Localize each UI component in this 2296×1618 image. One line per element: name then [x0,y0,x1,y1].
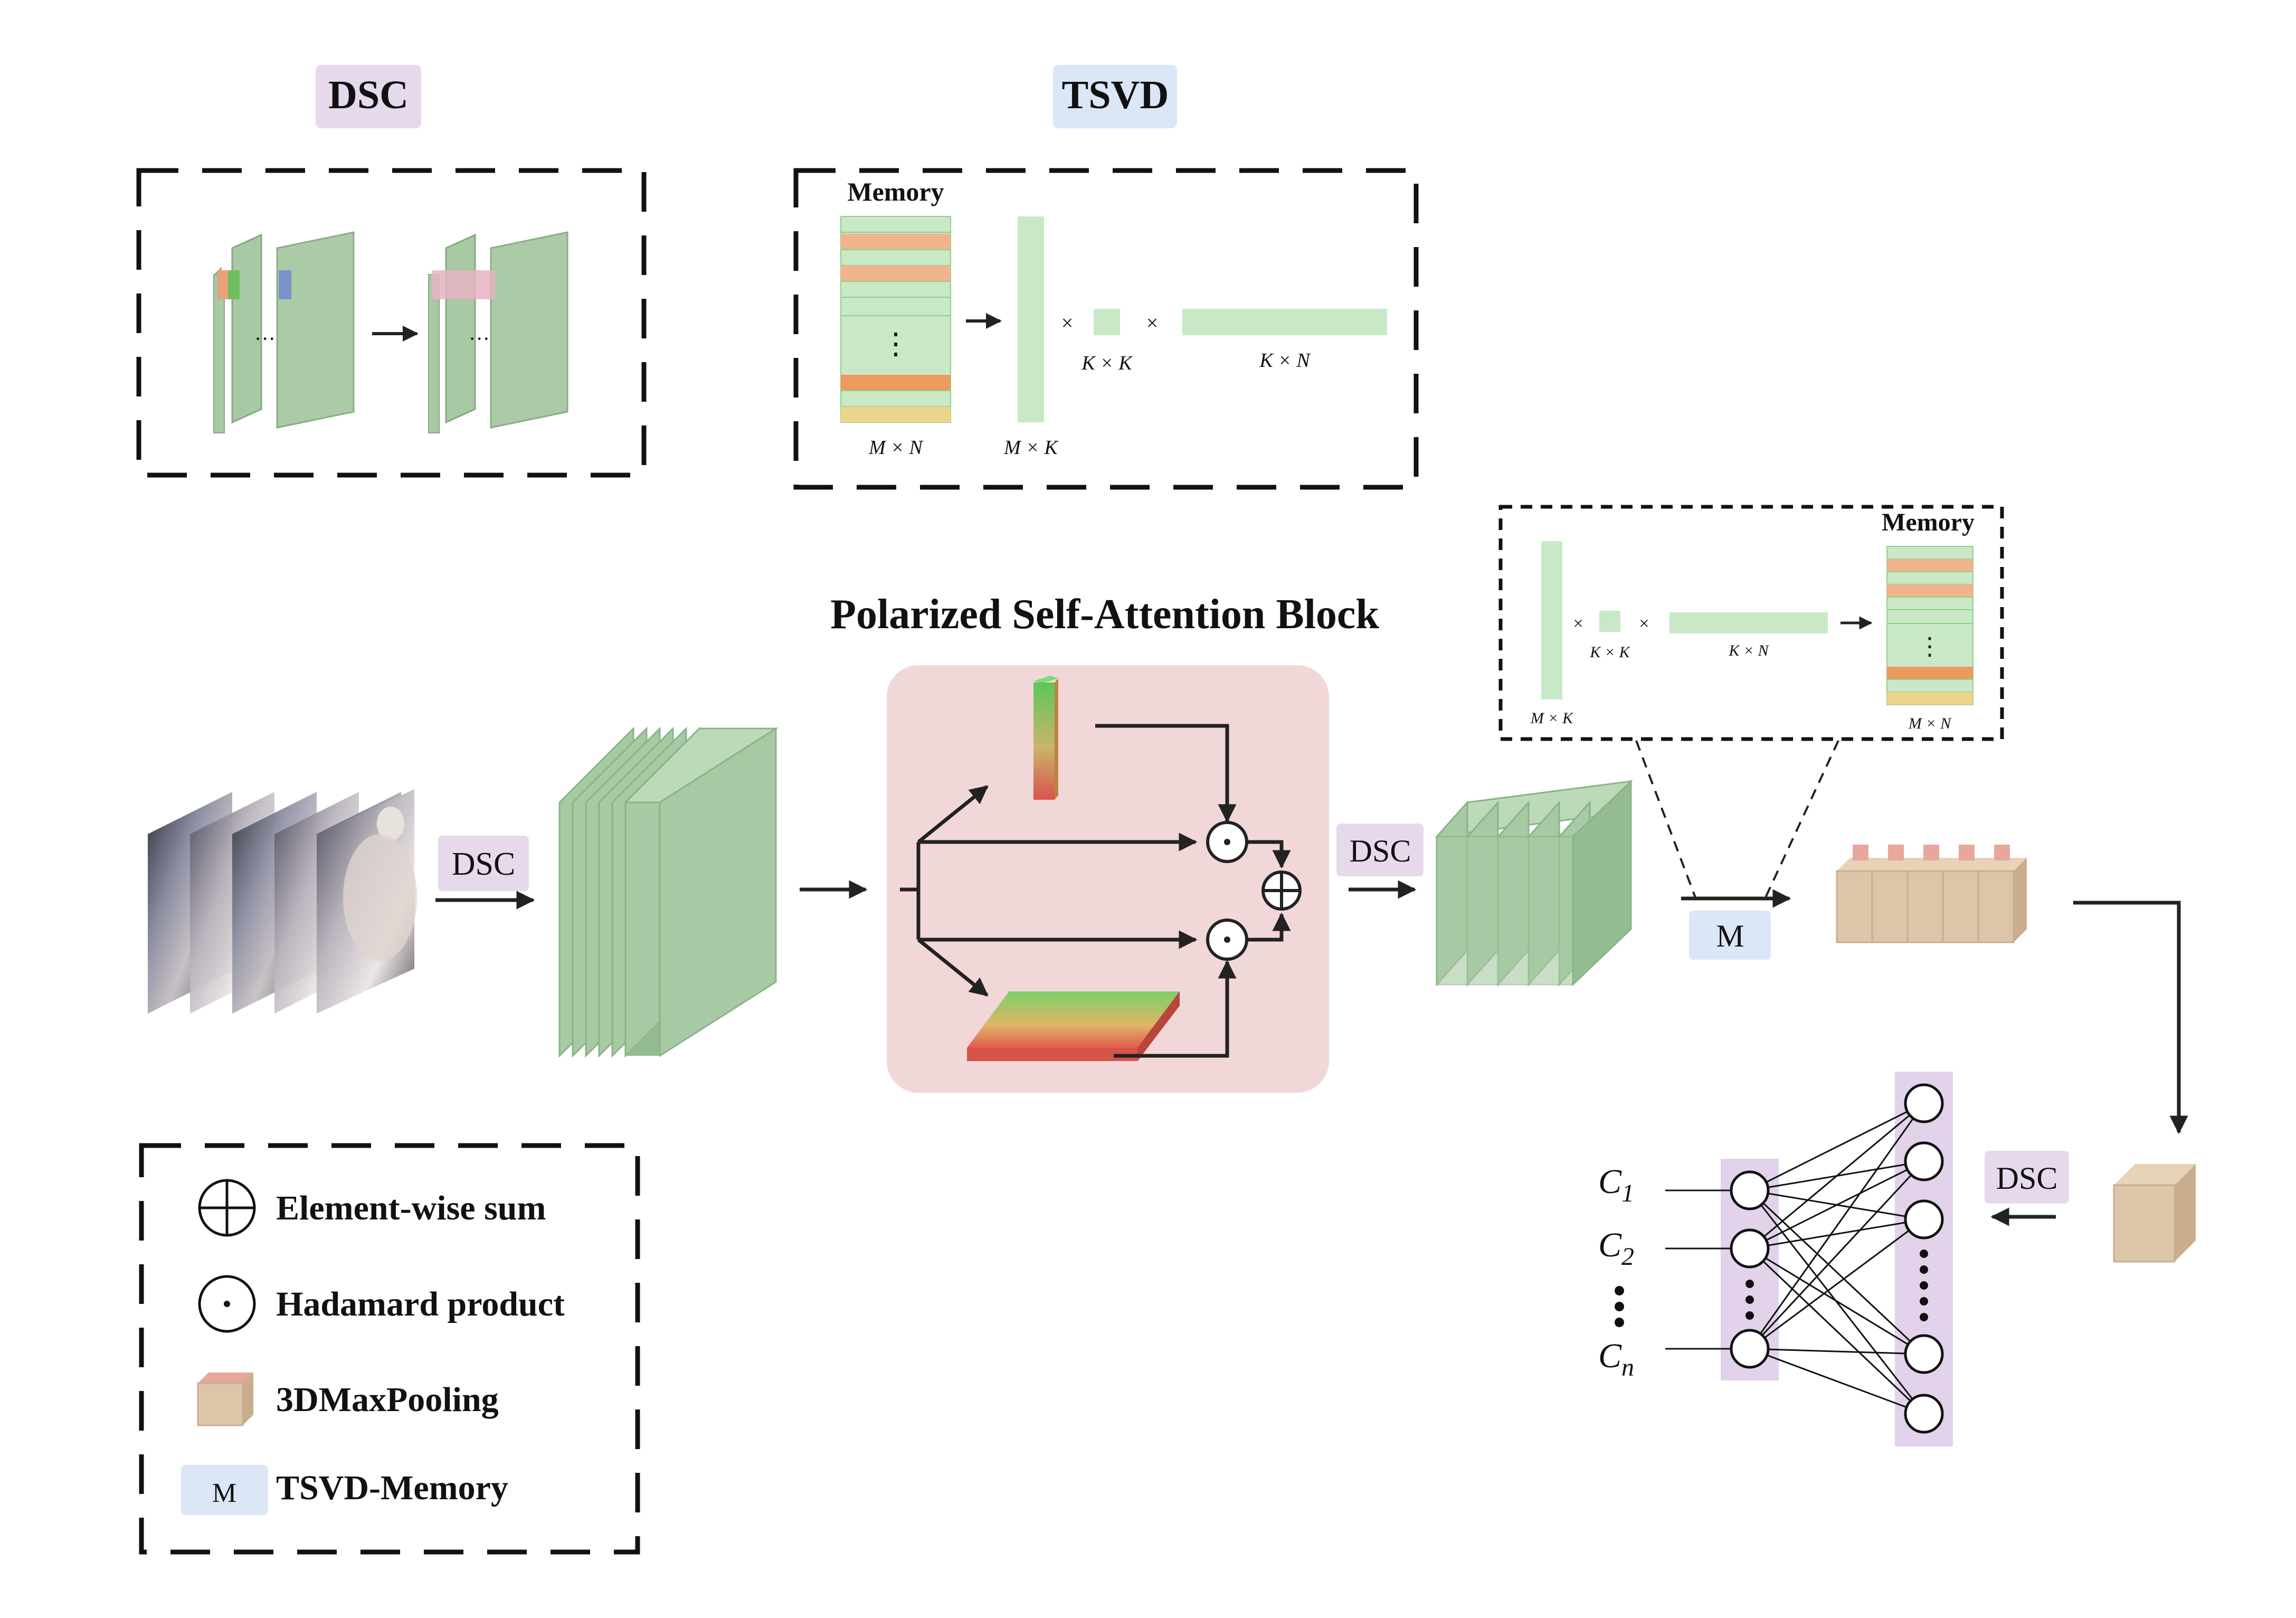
input-video-frames [148,789,417,1014]
zoom-line-right [1764,740,1839,898]
dsc-label-2: DSC [1350,834,1411,868]
hidden-node [1904,1083,1944,1123]
hidden-node [1904,1141,1944,1181]
hidden-node [1904,1199,1944,1239]
memory-u-matrix [1541,541,1562,699]
tsvd-mxn-label: M × N [868,437,924,459]
tsvd-memory-title: Memory [847,177,944,206]
classifier-network: C1 C2 Cn [1598,1072,1953,1446]
class-label-cn: Cn [1598,1337,1634,1382]
memory-title: Memory [1882,508,1975,536]
m-badge [1689,911,1771,960]
memory-kxk-label: K × K [1589,644,1630,661]
tsvd-s-matrix [1094,309,1120,335]
psa-title: Polarized Self-Attention Block [830,591,1379,638]
dsc-output-stack: ··· [428,231,568,433]
tsvd-kxn-label: K × N [1259,349,1311,372]
memory-times-1: × [1573,614,1583,633]
dsc-title: DSC [328,73,409,117]
memory-mxn-label: M × N [1908,715,1952,732]
output-node [1730,1329,1770,1369]
class-label-c2: C2 [1598,1226,1634,1271]
dsc-label-1: DSC [452,846,516,882]
legend-label-pooling: 3DMaxPooling [276,1380,499,1419]
tsvd-dashed-box [793,168,1419,490]
tsvd-memory-badge [181,1465,268,1515]
dsc-badge-2 [1336,824,1424,876]
dsc-title-badge [316,65,421,128]
memory-s-matrix [1599,611,1620,632]
psa-background [887,665,1329,1093]
legend: Element-wise sum Hadamard product 3DMaxP… [139,1143,640,1555]
dsc-input-stack: ··· [213,231,355,433]
single-pooled-cube [2113,1164,2196,1263]
dsc-label-3: DSC [1996,1161,2058,1196]
class-label-c1: C1 [1598,1162,1634,1207]
psa-block: Polarized Self-Attention Block [830,591,1379,1093]
max-pooling-cube-icon [197,1373,253,1426]
hidden-node [1904,1334,1944,1374]
tsvd-v-matrix [1182,309,1387,335]
tsvd-u-matrix [1018,216,1044,422]
element-sum-circle [1261,870,1302,911]
hidden-node [1904,1394,1944,1434]
feature-map-stack [558,726,779,1058]
memory-times-2: × [1639,614,1649,633]
tsvd-title: TSVD [1062,73,1169,117]
tsvd-memory-dots: ⋮ [881,328,910,361]
tsvd-title-badge [1053,65,1177,128]
tsvd-memory-matrix: ⋮ [840,216,951,423]
hidden-layer-bg [1895,1072,1953,1446]
memory-matrix-reconstructed: ⋮ [1886,546,1974,705]
memory-dotted-box [1498,505,2004,741]
arrow-to-cube [2073,901,2188,1134]
dsc-section: DSC ··· ··· [136,65,647,478]
legend-label-sum: Element-wise sum [276,1189,546,1227]
dsc-badge-1 [438,836,529,891]
pooled-feature-cubes [1836,845,2027,943]
memory-matrix-dots: ⋮ [1918,633,1942,660]
output-node [1730,1228,1770,1269]
dsc-stack-dots: ··· [254,327,276,351]
legend-dashed-box [139,1143,640,1555]
tsvd-kxk-label: K × K [1081,352,1133,374]
element-wise-sum-icon [198,1179,256,1237]
tsvd-times-2: × [1146,311,1159,335]
memory-kxn-label: K × N [1728,642,1769,659]
dsc-badge-3 [1985,1151,2069,1204]
legend-m-badge-label: M [212,1478,236,1508]
memory-v-matrix [1669,612,1828,633]
memory-reconstruction-section: Memory M × K × K × K × K × N ⋮ M × N [1498,505,2004,898]
tsvd-times-1: × [1061,311,1074,335]
output-node [1730,1170,1770,1210]
tsvd-section: TSVD Memory ⋮ M × N M × K × K × K × K × … [793,65,1419,490]
channel-attention-bar [1033,676,1058,800]
m-label: M [1716,919,1744,953]
dsc-stack-dots-2: ··· [469,327,490,351]
spatial-attention-plane [967,991,1180,1061]
memory-mxk-label: M × K [1530,709,1574,727]
zoom-line-left [1635,740,1696,898]
feature-map-stack-2 [1435,779,1633,987]
legend-label-hadamard: Hadamard product [276,1285,565,1323]
hadamard-product-icon [198,1275,256,1333]
legend-label-tsvd-memory: TSVD-Memory [276,1469,508,1507]
tsvd-mxk-label: M × K [1003,437,1058,459]
dsc-dashed-box [136,168,647,478]
